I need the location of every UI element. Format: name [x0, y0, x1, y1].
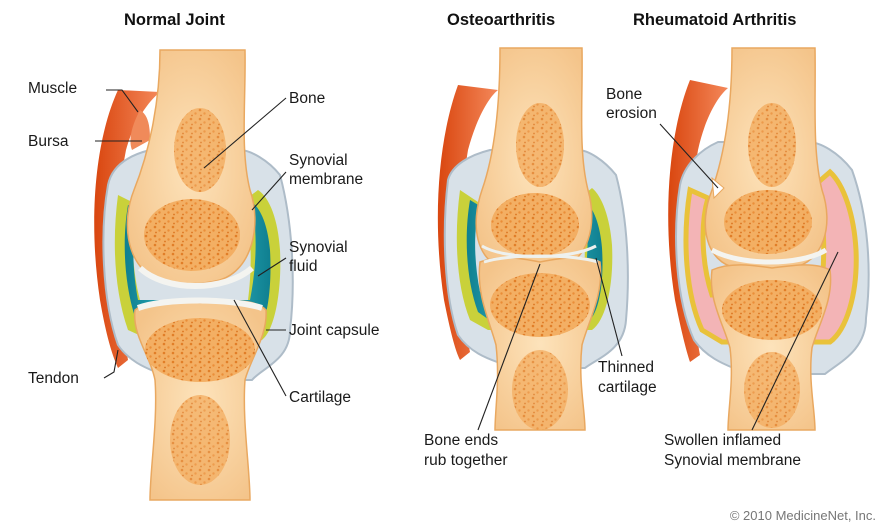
title-normal-joint: Normal Joint [124, 11, 225, 29]
label-bone-ends-rub-1: Bone ends [424, 432, 498, 449]
lower-bone-spongy [145, 318, 255, 382]
title-osteoarthritis: Osteoarthritis [447, 11, 555, 29]
copyright-notice: © 2010 MedicineNet, Inc. [730, 508, 876, 523]
label-muscle: Muscle [28, 80, 77, 97]
label-synovial-membrane-2: membrane [289, 171, 363, 188]
rheumatoid-arthritis-illustration [668, 48, 868, 430]
label-thinned-cartilage-2: cartilage [598, 379, 657, 396]
upper-bone-spongy [491, 193, 579, 257]
label-bone-erosion-2: erosion [606, 105, 657, 122]
label-bursa: Bursa [28, 133, 69, 150]
upper-bone-spongy [724, 190, 812, 254]
label-cartilage: Cartilage [289, 389, 351, 406]
lower-bone-spongy-shaft [512, 350, 568, 430]
title-rheumatoid-arthritis: Rheumatoid Arthritis [633, 11, 796, 29]
label-swollen-membrane-2: Synovial membrane [664, 452, 801, 469]
upper-bone-spongy-shaft [516, 103, 564, 187]
upper-bone-spongy-shaft [174, 108, 226, 192]
lower-bone-spongy [490, 273, 590, 337]
label-synovial-fluid-2: fluid [289, 258, 317, 275]
label-tendon: Tendon [28, 370, 79, 387]
label-thinned-cartilage-1: Thinned [598, 359, 654, 376]
label-bone: Bone [289, 90, 325, 107]
label-joint-capsule: Joint capsule [289, 322, 379, 339]
label-bone-erosion-1: Bone [606, 86, 642, 103]
lower-bone-spongy-shaft [744, 352, 800, 428]
lower-bone-spongy-shaft [170, 395, 230, 485]
label-swollen-membrane-1: Swollen inflamed [664, 432, 781, 449]
label-bone-ends-rub-2: rub together [424, 452, 508, 469]
label-synovial-membrane-1: Synovial [289, 152, 348, 169]
upper-bone-spongy [144, 199, 240, 271]
label-synovial-fluid-1: Synovial [289, 239, 348, 256]
lower-bone-spongy [722, 280, 822, 340]
upper-bone-spongy-shaft [748, 103, 796, 187]
